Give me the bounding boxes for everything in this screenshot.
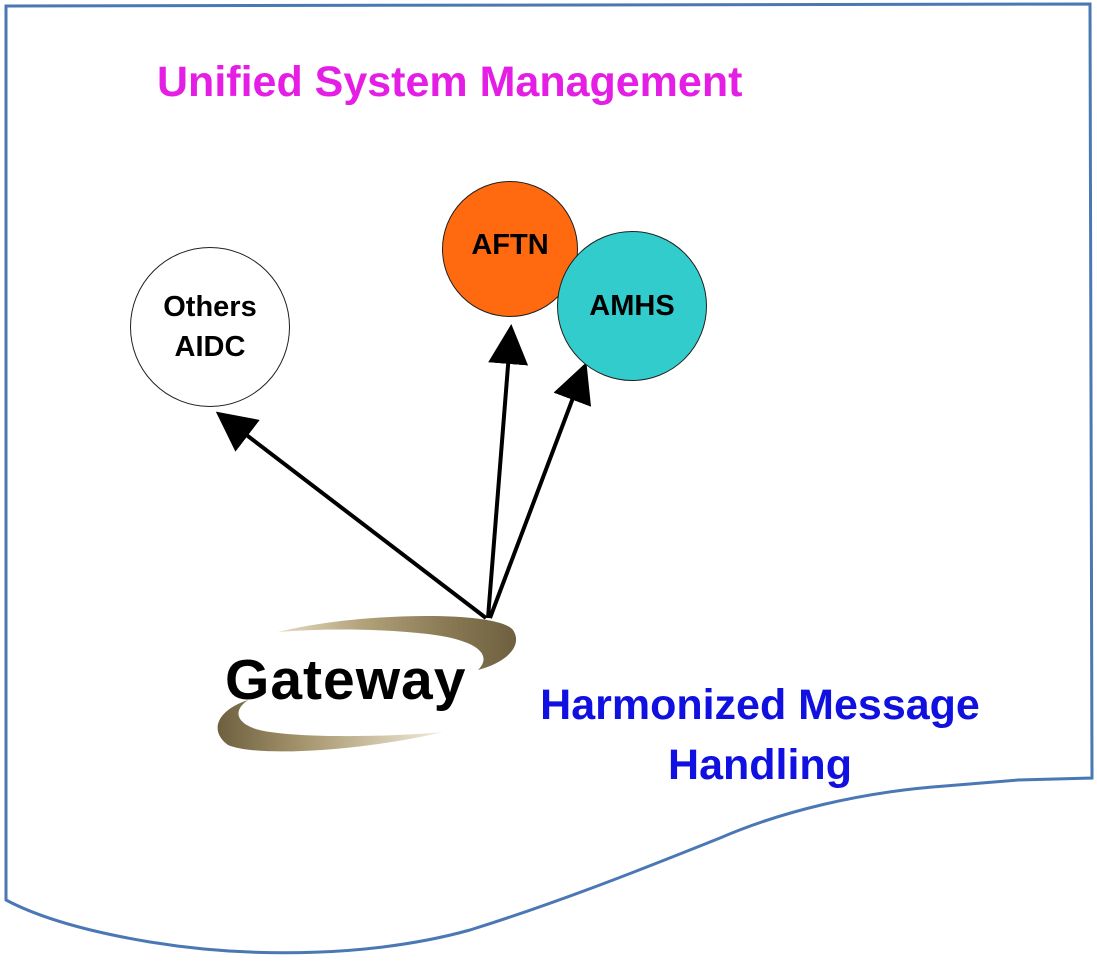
node-aftn-label: AFTN <box>471 229 549 261</box>
node-others-label-line1: Others <box>163 291 257 323</box>
diagram-subtitle: Harmonized Message Handling <box>500 675 1020 795</box>
node-others-aidc: Others AIDC <box>130 247 290 407</box>
node-amhs-label: AMHS <box>589 290 675 322</box>
gateway-swoosh-bottom <box>217 700 443 752</box>
document-border <box>4 2 1094 955</box>
node-amhs: AMHS <box>557 231 707 381</box>
arrow-to-aftn <box>486 324 529 619</box>
subtitle-line1: Harmonized Message <box>540 681 980 729</box>
gateway-label: Gateway <box>225 648 467 712</box>
node-others-label-line2: AIDC <box>174 331 246 363</box>
arrow-to-others-aidc <box>215 411 488 620</box>
arrow-to-amhs <box>488 362 592 619</box>
gateway-swoosh-top <box>278 615 517 670</box>
subtitle-line2: Handling <box>668 741 852 789</box>
gateway-swoosh-logo <box>217 615 517 752</box>
diagram-title: Unified System Management <box>157 58 743 106</box>
node-aftn: AFTN <box>442 181 578 317</box>
